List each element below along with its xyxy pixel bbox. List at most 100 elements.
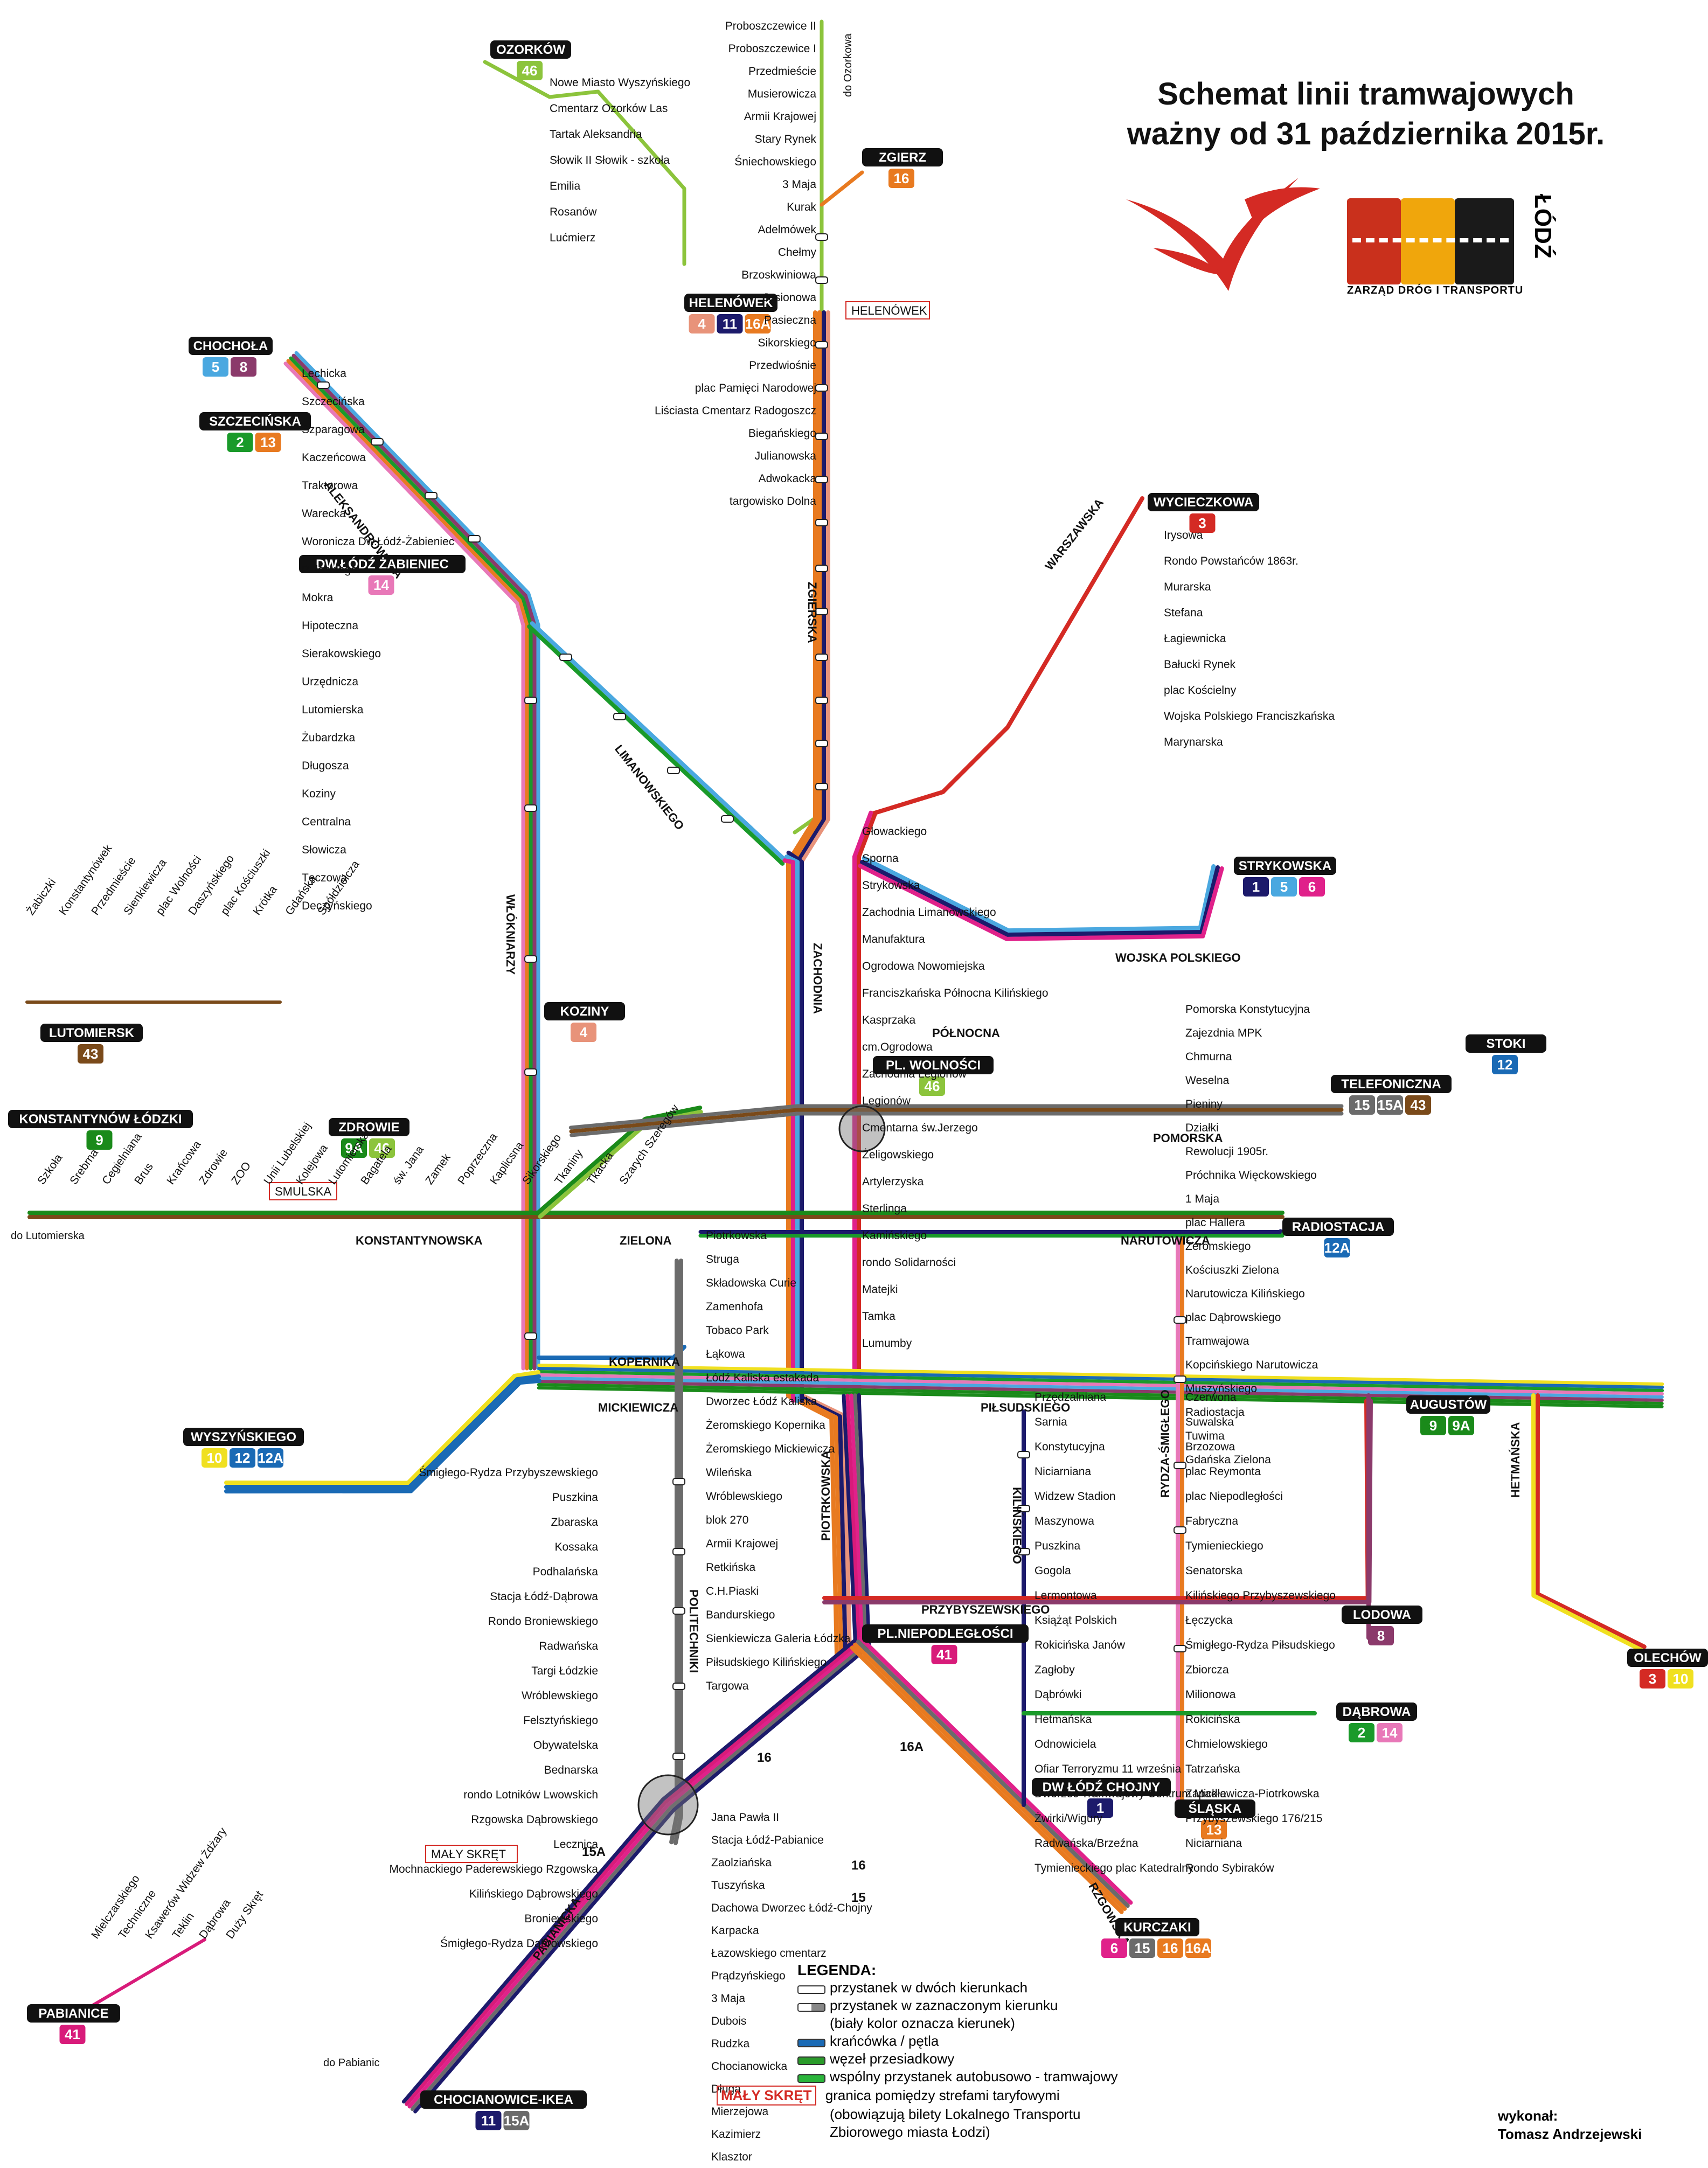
stop-marker: [1174, 1526, 1186, 1534]
route-wojska-polskiego-line-5: [862, 856, 1216, 933]
stop-name: Łąkowa: [706, 1348, 745, 1360]
line-number-badge: [919, 1076, 945, 1096]
terminal-badge: [873, 1056, 994, 1074]
terminal-name: HELENÓWEK: [689, 295, 774, 310]
stop-marker: [524, 955, 537, 963]
stop-name: Zamenhofa: [706, 1301, 763, 1313]
route-pabianicka-line-6: [407, 1393, 864, 2109]
route-olechow-line-10: [1531, 1393, 1645, 1653]
stop-name: Dubois: [711, 2015, 746, 2027]
stop-name: Woronicza Dw.Łódź-Żabieniec: [302, 536, 454, 548]
stop-name: Brus: [132, 1161, 156, 1187]
stop-name: Mielczarskiego: [89, 1873, 142, 1941]
stop-name: Karpacka: [711, 1924, 759, 1937]
route-pilsudskiego-line-2: [537, 1370, 1664, 1393]
stop-name: plac Niepodległości: [1185, 1490, 1283, 1503]
line-number: 3: [1649, 1671, 1656, 1687]
legend-item: przystanek w zaznaczonym kierunku: [797, 1997, 1131, 2014]
stop-name: Przędzalniana: [1034, 1391, 1106, 1403]
terminal-badge: [1342, 1606, 1422, 1624]
stop-marker: [1017, 1451, 1030, 1458]
line-number: 8: [240, 359, 247, 375]
route-pomorska-line-15: [568, 1104, 1344, 1130]
stop-name: Lumumby: [862, 1337, 912, 1350]
stop-name: Cmentarna św.Jerzego: [862, 1122, 978, 1134]
terminal-badge: [1234, 857, 1336, 875]
terminal-name: AUGUSTÓW: [1410, 1397, 1487, 1412]
stop-name: Czerwona: [1185, 1391, 1237, 1403]
boxed-label-frame: [269, 1182, 337, 1200]
stop-marker: [1174, 1375, 1186, 1383]
terminal-name: DW.ŁÓDŹ ŻABIENIEC: [316, 557, 449, 572]
direction-label: do Lutomierska: [11, 1230, 85, 1242]
line-number: 15A: [504, 2113, 530, 2129]
stop-name: rondo Lotników Lwowskich: [463, 1789, 598, 1801]
legend-swatch: [797, 2003, 825, 2012]
stop-name: Krótka: [251, 884, 280, 918]
boxed-label-frame: [425, 1845, 518, 1863]
terminal-badge: [199, 412, 311, 430]
stop-name: Strykowska: [862, 879, 920, 892]
stop-marker: [815, 384, 828, 392]
stop-name: Zagłoby: [1034, 1664, 1075, 1676]
route-wojska-polskiego-line-6: [858, 864, 1224, 941]
stop-name: Pasieczna: [764, 314, 816, 326]
stop-name: plac Hallera: [1185, 1217, 1245, 1229]
stop-name: Hetmańska: [1034, 1713, 1092, 1726]
stop-name: Żabiczki: [24, 877, 58, 918]
route-rzgowska-line-6: [859, 1636, 1133, 1905]
line-number-badge: [1299, 877, 1325, 897]
route-narutowicza-line-1: [698, 1229, 1285, 1234]
terminal-badge: [8, 1110, 193, 1128]
terminal-badge: [1406, 1395, 1490, 1414]
terminal-badge: [420, 2090, 587, 2109]
stop-name: Tamka: [862, 1310, 895, 1323]
stop-name: Obywatelska: [533, 1739, 599, 1752]
stop-name: Żeromskiego: [1185, 1240, 1251, 1253]
line-number-badge: [1271, 877, 1297, 897]
stop-name: Sienkiewicza Galeria Łódzka: [706, 1632, 851, 1645]
line-number: 11: [481, 2113, 496, 2129]
line-number: 10: [1673, 1671, 1689, 1687]
stop-name: Murarska: [1164, 581, 1211, 593]
stop-marker: [1174, 1462, 1186, 1469]
stop-marker: [815, 740, 828, 747]
stop-name: Pomorska Konstytucyjna: [1185, 1003, 1310, 1016]
terminal-badge: [1282, 1218, 1394, 1236]
stop-name: Śniechowskiego: [734, 155, 816, 168]
stop-marker: [815, 654, 828, 661]
street-label: ZGIERSKA: [806, 582, 819, 643]
stop-name: Dworzec Łódź Kaliska: [706, 1395, 817, 1408]
terminal-badge: [189, 337, 273, 355]
line-number: 6: [1110, 1940, 1118, 1956]
line-number: 1: [1252, 879, 1260, 895]
line-number-badge: [86, 1130, 113, 1150]
line-number: 15: [1135, 1940, 1150, 1956]
author-name: Tomasz Andrzejewski: [1498, 2126, 1642, 2142]
stop-name: Konstytucyjna: [1034, 1441, 1105, 1453]
stop-name: Kilińskiego Dąbrowskiego: [469, 1888, 598, 1900]
title-line2: ważny od 31 października 2015r.: [1127, 116, 1605, 151]
street-label: PIOTRKOWSKA: [819, 1450, 832, 1541]
stop-name: 3 Maja: [782, 178, 816, 191]
stop-name: Zbaraska: [551, 1516, 598, 1528]
stop-name: Centralna: [302, 816, 351, 828]
stop-name: Marynarska: [1164, 736, 1223, 748]
terminal-name: PL.NIEPODLEGŁOŚCI: [877, 1626, 1013, 1641]
line-number-badge: [1157, 1938, 1183, 1958]
route-zgierz-line-16: [820, 170, 864, 207]
stop-name: 3 Maja: [711, 1992, 745, 2005]
stop-name: Duży Skręt: [224, 1888, 266, 1941]
stop-marker: [721, 815, 734, 823]
line-number-badge: [1448, 1416, 1474, 1435]
legend-label: przystanek w dwóch kierunkach: [830, 1979, 1028, 1996]
stop-name: Tuwima: [1185, 1430, 1225, 1442]
line-number: 4: [580, 1024, 588, 1040]
stop-name: Tymienieckiego: [1185, 1540, 1263, 1552]
stop-name: Hipoteczna: [302, 620, 358, 632]
terminal-name: KOZINY: [560, 1004, 609, 1019]
stop-name: Traktorowa: [302, 480, 358, 492]
stop-name: Tatrzańska: [1185, 1763, 1240, 1775]
line-number: 41: [65, 2026, 80, 2042]
